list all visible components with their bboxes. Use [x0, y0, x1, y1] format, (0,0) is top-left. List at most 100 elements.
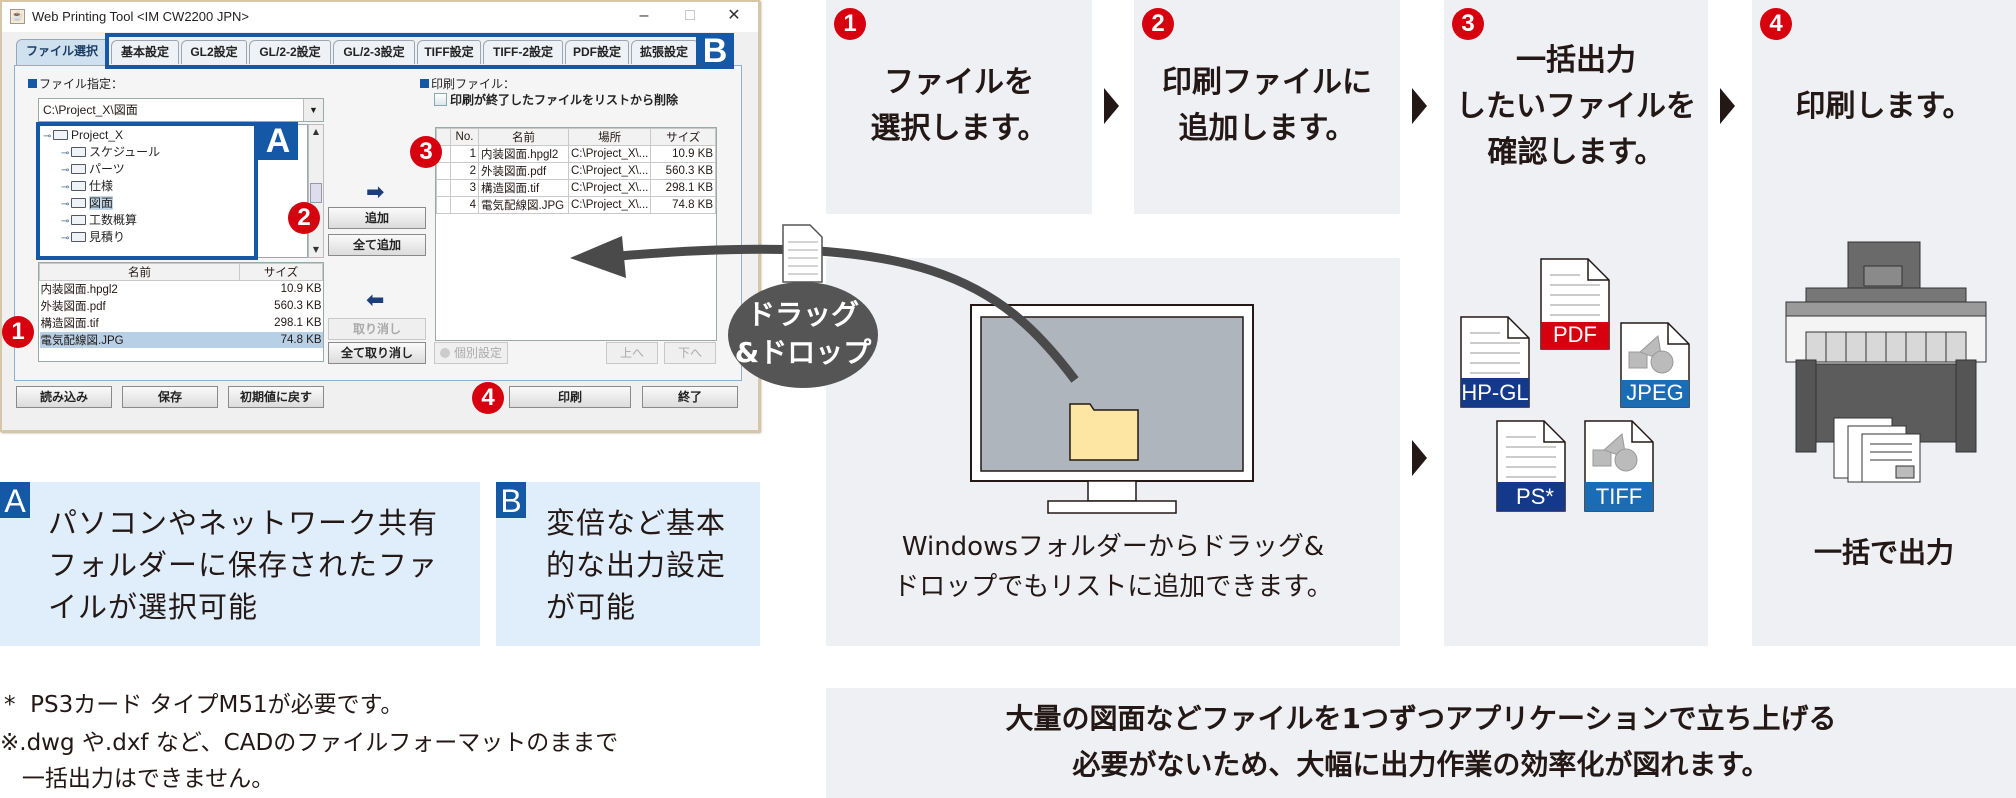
callout-number-2: 2 [288, 202, 320, 234]
column-header-name[interactable]: 名前 [478, 128, 569, 146]
note-cad-formats: ※.dwg や.dxf など、CADのファイルフォーマットのままで [0, 730, 619, 756]
folder-icon [71, 232, 86, 242]
tree-handle-icon: ⊸ [61, 165, 70, 176]
step-arrow-icon [1104, 88, 1119, 124]
tree-node-spec[interactable]: ⊸仕様 [61, 178, 113, 194]
reset-defaults-button[interactable]: 初期値に戻す [228, 386, 324, 408]
info-b-line-2: 的な出力設定 [546, 548, 727, 582]
column-header-location[interactable]: 場所 [567, 128, 652, 146]
tree-node-schedule[interactable]: ⊸スケジュール [61, 144, 160, 160]
delete-after-print-checkbox[interactable]: 印刷が終了したファイルをリストから削除 [434, 91, 678, 108]
individual-settings-button[interactable]: 個別設定 [434, 342, 508, 364]
tiff-label: TIFF [1595, 484, 1643, 509]
tree-node-parts[interactable]: ⊸パーツ [61, 161, 125, 177]
close-button[interactable]: ✕ [727, 7, 741, 24]
arrow-left-icon: ⬅ [366, 288, 385, 313]
save-button[interactable]: 保存 [122, 386, 218, 408]
info-a-line-3: イルが選択可能 [48, 590, 259, 624]
column-header-no[interactable]: No. [450, 128, 479, 146]
tab-file-select[interactable]: ファイル選択 [16, 39, 108, 65]
tree-node-estimate-hours[interactable]: ⊸工数概算 [61, 212, 137, 228]
tab-pdf-settings[interactable]: PDF設定 [565, 40, 629, 64]
title-bar[interactable]: ☕ Web Printing Tool <IM CW2200 JPN> – □ … [2, 2, 758, 32]
monitor-icon [970, 304, 1254, 514]
windows-drag-drop-panel: Windowsフォルダーからドラッグ& ドロップでもリストに追加できます。 [826, 258, 1400, 646]
windows-panel-line-1: Windowsフォルダーからドラッグ& [901, 532, 1325, 562]
scroll-up-icon[interactable]: ▲ [312, 127, 320, 136]
step-arrow-icon [1412, 440, 1427, 476]
callout-b-frame [105, 33, 729, 69]
callout-a-frame [36, 122, 258, 260]
move-down-button[interactable]: 下へ [664, 342, 716, 364]
tab-gl2-3-settings[interactable]: GL/2-3設定 [333, 40, 415, 64]
step-arrow-icon [1412, 88, 1427, 124]
callout-b-badge: B [696, 33, 734, 69]
step-3-panel: 3 一括出力 したいファイルを 確認します。 PDF HP-GL JPEG PS… [1444, 0, 1708, 646]
summary-line-2: 必要がないため、大幅に出力作業の効率化が図れます。 [1072, 748, 1770, 781]
large-format-printer-icon [1785, 241, 1987, 483]
exit-button[interactable]: 終了 [642, 386, 738, 408]
ps-label: PS* [1516, 484, 1554, 509]
drag-drop-line-2: &ドロップ [734, 336, 872, 369]
checkbox-icon[interactable] [434, 93, 447, 106]
scroll-thumb[interactable] [310, 183, 322, 203]
callout-number-4: 4 [472, 382, 504, 414]
column-header-size[interactable]: サイズ [239, 263, 323, 281]
minimize-button[interactable]: – [639, 7, 649, 24]
step-3-line-3: 確認します。 [1487, 135, 1665, 170]
step-4-line-1: 印刷します。 [1795, 89, 1973, 124]
drag-drop-line-1: ドラッグ [746, 298, 859, 331]
dropdown-arrow-icon[interactable]: ▼ [303, 99, 323, 121]
info-b-line-3: が可能 [546, 590, 637, 624]
tab-basic-settings[interactable]: 基本設定 [111, 40, 179, 64]
tab-extended-settings[interactable]: 拡張設定 [631, 40, 697, 64]
add-all-button[interactable]: 全て追加 [328, 234, 426, 256]
remove-all-button[interactable]: 全て取り消し [328, 342, 426, 364]
pdf-file-icon [1540, 258, 1610, 350]
jpeg-label: JPEG [1626, 380, 1684, 405]
load-button[interactable]: 読み込み [16, 386, 112, 408]
badge-a: A [0, 482, 30, 519]
folder-icon [71, 215, 86, 225]
column-header-name[interactable]: 名前 [39, 263, 240, 281]
info-box-b: B 変倍など基本 的な出力設定 が可能 [496, 482, 760, 646]
info-a-line-2: フォルダーに保存されたファ [48, 548, 439, 582]
path-value: C:\Project_X\図面 [43, 103, 138, 117]
print-button[interactable]: 印刷 [509, 386, 631, 408]
step-2-line-1: 印刷ファイルに [1162, 65, 1372, 100]
tab-gl2-2-settings[interactable]: GL/2-2設定 [249, 40, 331, 64]
callout-number-1: 1 [2, 316, 34, 348]
maximize-button[interactable]: □ [685, 7, 695, 24]
tab-gl2-settings[interactable]: GL2設定 [181, 40, 247, 64]
step-number-2: 2 [1142, 8, 1174, 40]
tree-node-project-x[interactable]: ⊸Project_X [43, 127, 123, 143]
tree-node-quotes[interactable]: ⊸見積り [61, 229, 125, 245]
tab-tiff-2-settings[interactable]: TIFF-2設定 [483, 40, 563, 64]
radio-icon [439, 348, 450, 358]
jpeg-file-icon [1620, 322, 1690, 408]
tree-node-drawings[interactable]: ⊸図面 [61, 195, 114, 211]
add-button[interactable]: 追加 [328, 207, 426, 229]
remove-button[interactable]: 取り消し [328, 318, 426, 340]
scroll-down-icon[interactable]: ▼ [312, 245, 320, 254]
move-up-button[interactable]: 上へ [606, 342, 658, 364]
callout-number-3: 3 [410, 136, 442, 168]
tab-tiff-settings[interactable]: TIFF設定 [417, 40, 481, 64]
tree-scrollbar[interactable]: ▲ ▼ [308, 124, 324, 258]
section-marker-icon [420, 79, 429, 88]
badge-b: B [496, 482, 526, 519]
step-3-line-1: 一括出力 [1516, 43, 1636, 78]
tree-handle-icon: ⊸ [61, 199, 70, 210]
path-combobox[interactable]: C:\Project_X\図面 ▼ [38, 98, 324, 122]
column-header-size[interactable]: サイズ [650, 128, 716, 146]
